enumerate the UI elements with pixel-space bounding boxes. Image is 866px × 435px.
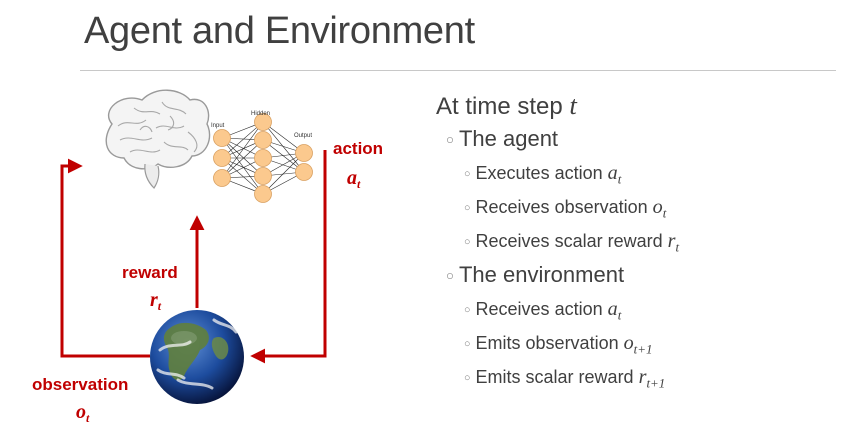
bullet-circle-icon: ○	[464, 202, 471, 214]
nn-connection	[221, 137, 264, 195]
nn-input-label: Input	[211, 123, 225, 129]
observation-label: observation	[32, 375, 128, 394]
action-label: action	[333, 139, 383, 158]
nn-connection	[262, 121, 305, 173]
heading-symbol: t	[569, 90, 577, 120]
agent-environment-diagram: Input Hidden Output action at reward rt …	[32, 89, 383, 425]
bullet-circle-icon: ○	[464, 304, 471, 316]
nn-neuron	[254, 113, 272, 131]
nn-connection	[221, 121, 264, 159]
agent-item: ○Executes action at	[464, 162, 622, 187]
environment-item: ○Emits scalar reward rt+1	[464, 366, 666, 391]
bullet-circle-icon: ○	[446, 132, 454, 147]
nn-neuron	[254, 131, 272, 149]
action-symbol: at	[347, 167, 361, 191]
nn-neuron	[213, 149, 231, 167]
nn-hidden-label: Hidden	[251, 111, 270, 117]
slide-title: Agent and Environment	[84, 10, 475, 52]
nn-connection	[221, 137, 264, 177]
nn-connection	[221, 121, 264, 179]
agent-item: ○Receives scalar reward rt	[464, 230, 680, 255]
agent-label: The agent	[458, 126, 559, 151]
nn-connection	[262, 152, 305, 195]
action-arrow	[250, 150, 327, 364]
nn-neuron	[295, 144, 313, 162]
nn-neuron	[254, 185, 272, 203]
environment-bullet: ○ The environment	[436, 258, 856, 292]
environment-item: ○Receives action at	[464, 298, 622, 323]
reward-symbol: rt	[150, 289, 162, 313]
bullet-circle-icon: ○	[464, 168, 471, 180]
agent-bullet: ○ The agent	[436, 122, 856, 156]
neural-network-icon: Input Hidden Output	[211, 111, 313, 203]
nn-connection	[221, 157, 264, 195]
bullet-circle-icon: ○	[464, 236, 471, 248]
observation-symbol: ot	[76, 401, 90, 425]
agent-item: ○Receives observation ot	[464, 196, 667, 221]
heading-line: At time step t	[436, 88, 856, 122]
nn-output-label: Output	[294, 133, 312, 139]
bullet-circle-icon: ○	[464, 372, 471, 384]
nn-neuron	[254, 149, 272, 167]
nn-neuron	[254, 167, 272, 185]
nn-neuron	[213, 129, 231, 147]
nn-neuron	[213, 169, 231, 187]
heading-text: At time step	[436, 93, 570, 120]
nn-connection	[221, 139, 264, 179]
environment-label: The environment	[458, 262, 625, 287]
title-divider	[80, 70, 836, 71]
observation-arrow	[60, 158, 150, 358]
nn-neuron	[295, 163, 313, 181]
earth-icon	[150, 310, 244, 404]
bullet-circle-icon: ○	[446, 268, 454, 283]
bullet-circle-icon: ○	[464, 338, 471, 350]
environment-item: ○Emits observation ot+1	[464, 332, 653, 357]
reward-label: reward	[122, 263, 178, 282]
brain-icon	[105, 89, 211, 189]
bullet-list: At time step t ○ The agent ○Executes acti…	[436, 88, 856, 394]
